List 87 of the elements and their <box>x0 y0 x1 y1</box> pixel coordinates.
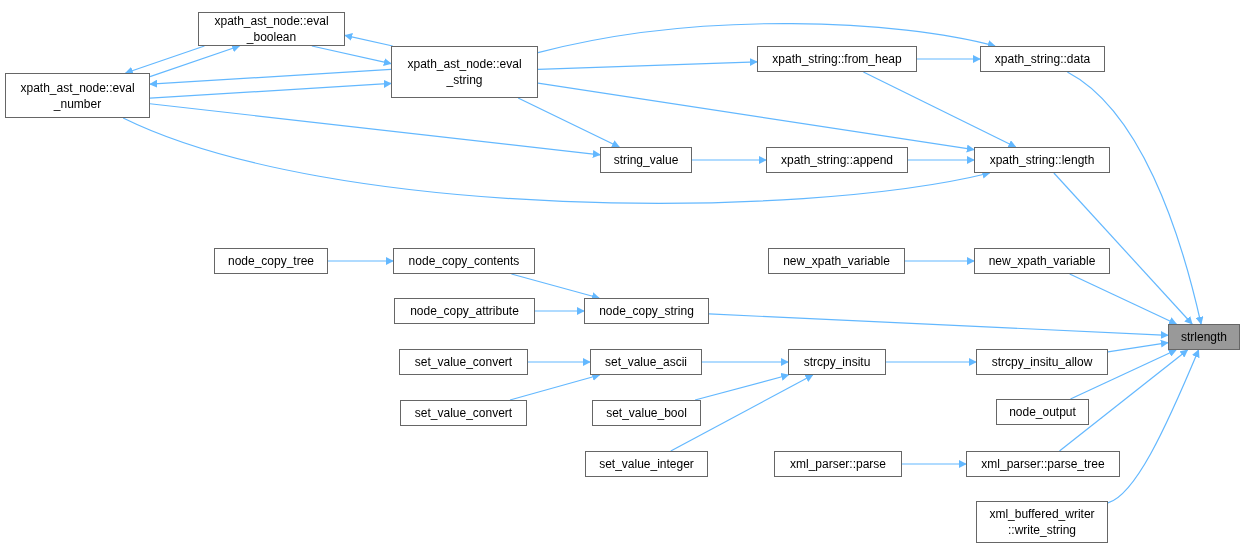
function-name: xml_buffered_writer ::write_string <box>988 506 1096 538</box>
function-name: xpath_string::data <box>994 51 1091 67</box>
function-box <box>198 12 345 46</box>
arrow <box>701 358 789 366</box>
arrow <box>537 82 975 153</box>
function-box <box>976 349 1108 375</box>
arrow <box>885 358 977 366</box>
function-box <box>584 298 709 324</box>
arrow <box>149 44 241 78</box>
function-name: strcpy_insitu <box>803 354 871 370</box>
arrow <box>311 45 392 66</box>
function-name: set_value_integer <box>599 456 694 472</box>
arrow <box>904 257 975 265</box>
arrow <box>327 257 394 265</box>
function-box <box>394 298 535 324</box>
arrow <box>534 307 585 315</box>
function-box <box>996 399 1089 425</box>
function-name: xml_parser::parse <box>789 456 886 472</box>
arrow <box>527 358 591 366</box>
function-box <box>768 248 905 274</box>
arrow <box>510 273 600 300</box>
function-box <box>5 73 150 118</box>
function-name: xpath_ast_node::eval _boolean <box>213 13 330 45</box>
function-name: strcpy_insitu_allow <box>991 354 1093 370</box>
arrow <box>1069 349 1177 400</box>
arrow <box>862 71 1017 148</box>
arrow <box>537 58 758 71</box>
function-box <box>766 147 908 173</box>
arrow <box>1069 273 1177 325</box>
function-name: new_xpath_variable <box>783 253 890 269</box>
function-name: xpath_string::length <box>989 152 1095 168</box>
function-box <box>774 451 902 477</box>
function-box <box>391 46 538 98</box>
function-box <box>590 349 702 375</box>
function-name: node_copy_tree <box>227 253 315 269</box>
function-box <box>399 349 528 375</box>
function-box <box>976 501 1108 543</box>
function-box <box>592 400 701 426</box>
arrow <box>708 313 1169 339</box>
function-name: set_value_convert <box>414 405 513 421</box>
function-name: xml_parser::parse_tree <box>981 456 1105 472</box>
function-name: set_value_convert <box>414 354 513 370</box>
arrow <box>149 103 601 158</box>
arrow <box>916 55 981 63</box>
function-name: node_output <box>1009 404 1076 420</box>
function-box <box>1168 324 1240 350</box>
function-box <box>400 400 527 426</box>
function-name: xpath_string::append <box>780 152 894 168</box>
arrow <box>901 460 967 468</box>
arrow <box>907 156 975 164</box>
function-box <box>974 248 1110 274</box>
arrow <box>149 79 392 99</box>
arrow <box>691 156 767 164</box>
arrow <box>517 97 620 148</box>
arrow <box>1066 71 1204 325</box>
function-box <box>788 349 886 375</box>
arrow <box>344 33 394 47</box>
function-name: set_value_bool <box>606 405 687 421</box>
function-box <box>974 147 1110 173</box>
function-box <box>393 248 535 274</box>
arrow <box>670 374 814 452</box>
function-name: xpath_ast_node::eval _number <box>19 79 136 112</box>
arrow <box>1058 349 1189 452</box>
arrow <box>149 68 392 88</box>
function-name: node_copy_attribute <box>410 303 519 319</box>
function-name: xpath_string::from_heap <box>772 51 902 67</box>
function-name: set_value_ascii <box>604 354 688 370</box>
function-name: string_value <box>613 152 679 168</box>
function-box <box>980 46 1105 72</box>
function-box <box>600 147 692 173</box>
function-box <box>585 451 708 477</box>
arrow <box>122 117 991 204</box>
arrow <box>124 45 205 75</box>
function-name: strlength <box>1181 329 1227 345</box>
function-box <box>966 451 1120 477</box>
arrow <box>694 373 790 401</box>
arrow <box>1053 172 1193 325</box>
arrow <box>1107 349 1200 504</box>
function-name: new_xpath_variable <box>988 253 1096 269</box>
function-box <box>757 46 917 72</box>
arrow <box>537 22 996 54</box>
arrow <box>509 373 601 401</box>
function-name: node_copy_string <box>599 303 694 319</box>
arrow <box>1107 339 1169 353</box>
function-box <box>214 248 328 274</box>
function-name: xpath_ast_node::eval _string <box>406 56 523 88</box>
function-name: node_copy_contents <box>408 253 520 269</box>
